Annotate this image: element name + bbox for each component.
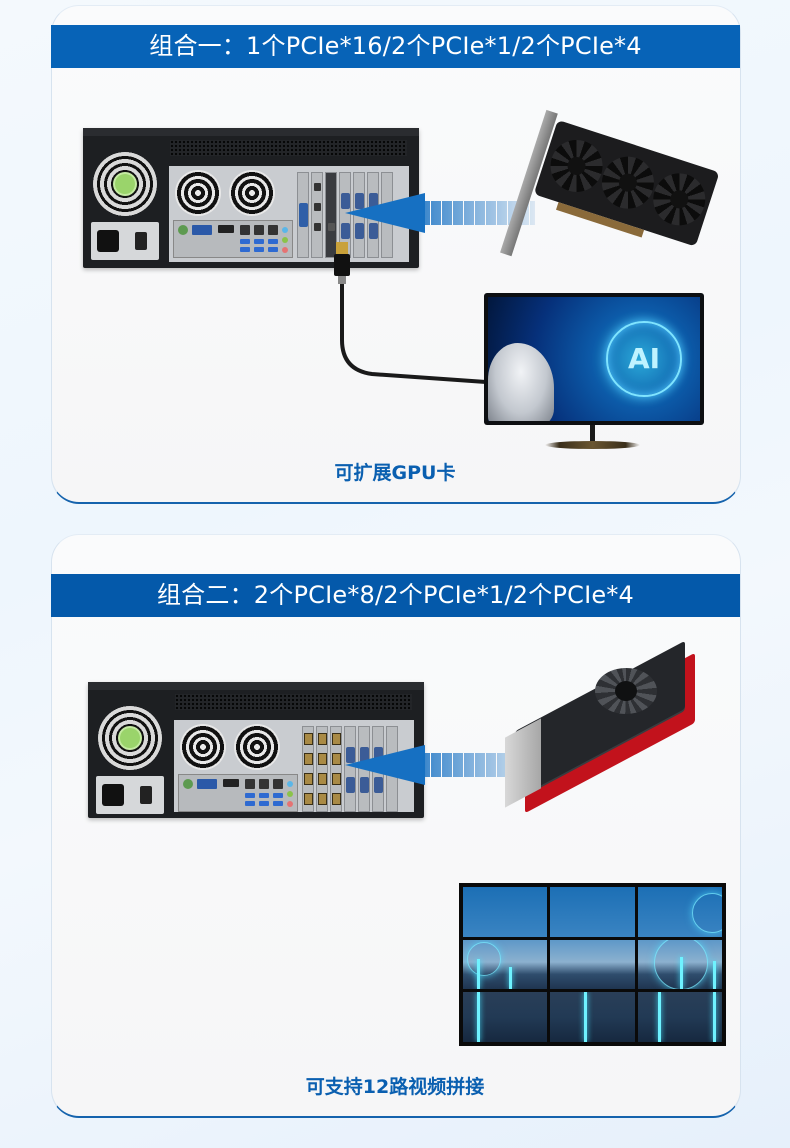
motherboard-io [173, 220, 293, 258]
case-fan-icon [175, 170, 221, 216]
combo-one-banner: 组合一：1个PCIe*16/2个PCIe*1/2个PCIe*4 [51, 25, 740, 68]
psu-fan-icon [98, 706, 162, 770]
gpu-fan-icon [595, 668, 657, 714]
combo-one-caption: 可扩展GPU卡 [334, 462, 456, 484]
power-switch-icon [140, 786, 152, 804]
psu-fan-icon [93, 152, 157, 216]
power-switch-icon [135, 232, 147, 250]
combo-two-banner: 组合二：2个PCIe*8/2个PCIe*1/2个PCIe*4 [51, 574, 740, 617]
wall-tile [550, 887, 635, 937]
psu-plate [96, 776, 164, 814]
power-socket-icon [102, 784, 124, 806]
monitor-stand [545, 441, 640, 449]
curved-monitor-image: AI [484, 293, 704, 425]
psu-plate [91, 222, 159, 260]
robot-head-icon [488, 343, 554, 421]
wall-tile [637, 939, 722, 990]
ai-screen-text: AI [627, 342, 661, 375]
vent-grille [175, 694, 412, 710]
wall-tile [463, 887, 548, 937]
display-card-image [505, 640, 705, 814]
wall-tile [463, 939, 548, 990]
wall-tile [637, 992, 722, 1042]
motherboard-io [178, 774, 298, 812]
case-fan-icon [229, 170, 275, 216]
power-socket-icon [97, 230, 119, 252]
video-wall-image [459, 883, 726, 1046]
wall-tile [463, 992, 548, 1042]
case-fan-icon [180, 724, 226, 770]
wall-tile [637, 887, 722, 937]
insert-arrow-icon [345, 193, 535, 233]
case-fan-icon [234, 724, 280, 770]
wall-tile [550, 992, 635, 1042]
combo-two-caption: 可支持12路视频拼接 [305, 1076, 485, 1098]
wall-tile [550, 939, 635, 990]
vent-grille [170, 140, 407, 156]
monitor-screen: AI [488, 297, 700, 421]
